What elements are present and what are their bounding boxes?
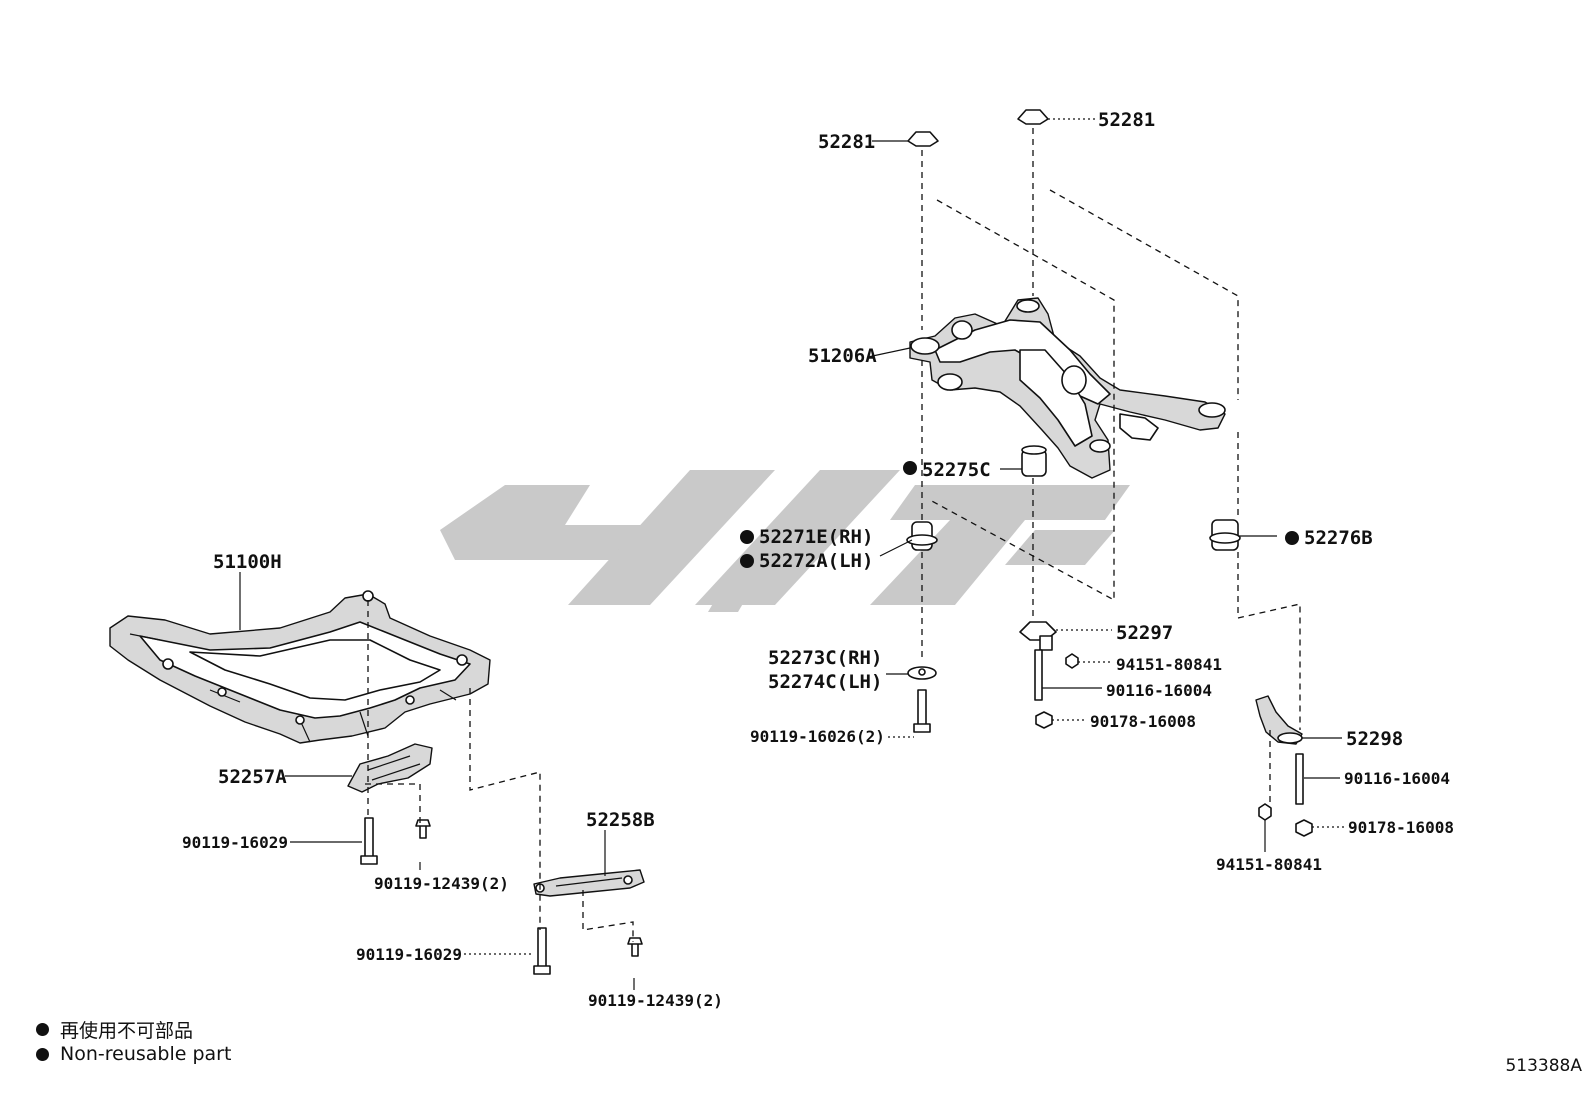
label-52272a: 52272A(LH) [759,550,873,572]
rear-small-parts [740,109,1313,837]
label-51206a: 51206A [808,345,877,367]
label-52281-left: 52281 [818,131,875,153]
label-52257a: 52257A [218,766,287,788]
label-52281-right: 52281 [1098,109,1155,131]
label-90116-16004-a: 90116-16004 [1106,681,1212,700]
rear-leaders [867,118,1344,852]
part-labels: 51100H 52257A 90119-16029 90119-12439(2)… [182,109,1454,1010]
non-reusable-marker-52275c [903,461,917,475]
label-94151-80841-b: 94151-80841 [1216,855,1322,874]
label-52275c: 52275C [922,459,991,481]
legend-japanese: 再使用不可部品 [36,1016,193,1043]
label-52258b: 52258B [586,809,655,831]
label-90178-16008-a: 90178-16008 [1090,712,1196,731]
label-52297: 52297 [1116,622,1173,644]
label-90119-12439-rear: 90119-12439(2) [588,991,723,1010]
label-90178-16008-b: 90178-16008 [1348,818,1454,837]
non-reusable-marker-52271e [740,530,754,544]
rear-guide-lines [921,128,1301,804]
label-90116-16004-b: 90116-16004 [1344,769,1450,788]
label-94151-80841-a: 94151-80841 [1116,655,1222,674]
legend-text-en: Non-reusable part [60,1043,232,1065]
rear-subframe-51206a [909,297,1226,479]
bolts-front [360,817,643,975]
label-51100h: 51100H [213,551,282,573]
label-52274c: 52274C(LH) [768,671,882,693]
label-90119-16029-front: 90119-16029 [182,833,288,852]
front-subframe-51100h [109,590,491,744]
label-52271e: 52271E(RH) [759,526,873,548]
non-reusable-marker-52276b [1285,531,1299,545]
label-90119-16029-rear: 90119-16029 [356,945,462,964]
label-52273c: 52273C(RH) [768,647,882,669]
label-90119-16026: 90119-16026(2) [750,727,885,746]
filled-circle-icon [36,1047,49,1061]
non-reusable-marker-52272a [740,554,754,568]
legend-english: Non-reusable part [36,1043,231,1065]
label-52298: 52298 [1346,728,1403,750]
bracket-52257a [347,743,433,793]
front-leaders [239,572,635,990]
label-52276b: 52276B [1304,527,1373,549]
watermark-logo [440,470,1130,612]
filled-circle-icon [36,1023,49,1036]
front-guide-lines [365,600,634,942]
brace-52258b [533,869,645,897]
legend-text-ja: 再使用不可部品 [60,1020,194,1042]
label-90119-12439-front: 90119-12439(2) [374,874,509,893]
diagram-reference-code: 513388A [1505,1056,1582,1076]
